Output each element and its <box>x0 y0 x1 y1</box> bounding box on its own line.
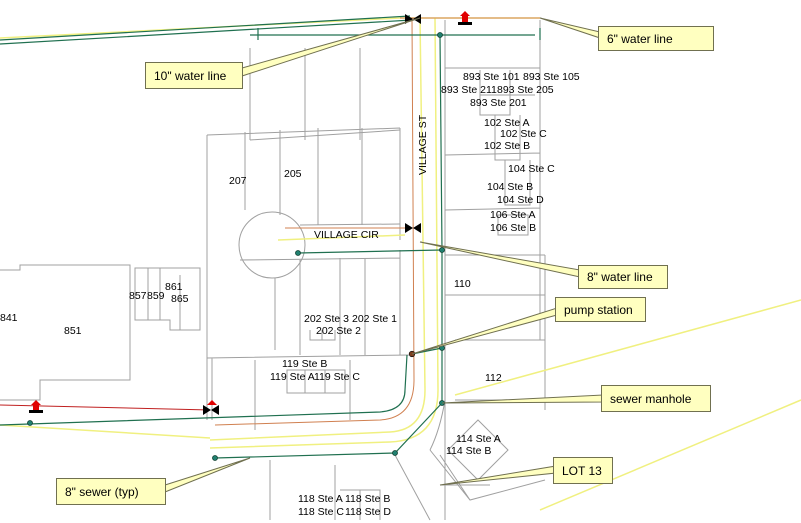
callout-8in-water-line: 8" water line <box>578 265 668 289</box>
parcel-label: 893 Ste 205 <box>497 84 554 96</box>
parcel-label: 202 Ste 2 <box>316 325 361 337</box>
parcel-label: 104 Ste C <box>508 163 555 175</box>
parcel-label: 865 <box>171 293 189 305</box>
callout-8in-sewer: 8" sewer (typ) <box>56 478 166 505</box>
street-label-village-cir: VILLAGE CIR <box>314 229 379 241</box>
parcel-label: 205 <box>284 168 302 180</box>
callout-lot-13: LOT 13 <box>553 457 613 484</box>
parcel-label: 857 <box>129 290 147 302</box>
parcel-label: 114 Ste A <box>456 433 501 445</box>
hydrant-icons <box>29 11 472 413</box>
parcel-label: 202 Ste 3 <box>304 313 349 325</box>
street-label-village-st: VILLAGE ST <box>417 114 429 175</box>
parcel-label: 119 Ste A <box>270 371 315 383</box>
water-lines <box>0 17 540 426</box>
parcel-label: 104 Ste D <box>497 194 544 206</box>
parcel-label: 106 Ste A <box>490 209 536 221</box>
callout-10in-water-line: 10" water line <box>145 62 243 89</box>
road-edges <box>0 17 801 511</box>
parcel-label: 110 <box>454 278 471 290</box>
sewer-manholes <box>27 32 445 461</box>
parcel-label: 119 Ste B <box>282 358 327 370</box>
parcel-label: 102 Ste C <box>500 128 547 140</box>
parcel-label: 861 <box>165 281 183 293</box>
parcel-label: 118 Ste D <box>345 506 391 518</box>
parcel-label: 118 Ste A <box>298 493 343 505</box>
parcel-label: 851 <box>64 325 82 337</box>
parcel-label: 118 Ste C <box>298 506 344 518</box>
parcel-label: 104 Ste B <box>487 181 533 193</box>
parcel-label: 106 Ste B <box>490 222 536 234</box>
parcel-label: 859 <box>147 290 165 302</box>
parcel-label: 112 <box>485 372 502 384</box>
sewer-lines <box>0 15 541 459</box>
parcel-label: 118 Ste B <box>345 493 390 505</box>
parcel-label: 893 Ste 211 <box>441 84 497 96</box>
street-labels: VILLAGE ST VILLAGE CIR <box>314 114 429 241</box>
parcel-label: 119 Ste C <box>314 371 360 383</box>
parcel-label: 893 Ste 201 <box>470 97 527 109</box>
callout-leaders <box>164 17 604 493</box>
parcel-label: 893 Ste 105 <box>523 71 580 83</box>
parcel-label: 893 Ste 101 <box>463 71 520 83</box>
parcel-label: 207 <box>229 175 247 187</box>
parcel-label: 102 Ste A <box>484 117 530 129</box>
valve-icons <box>203 14 421 415</box>
parcel-label: 114 Ste B <box>446 445 491 457</box>
callout-sewer-manhole: sewer manhole <box>601 385 711 412</box>
callout-pump-station: pump station <box>555 297 646 322</box>
parcel-label: 102 Ste B <box>484 140 530 152</box>
parcel-label: 841 <box>0 312 18 324</box>
parcel-label: 202 Ste 1 <box>352 313 397 325</box>
callout-6in-water-line: 6" water line <box>598 26 714 51</box>
